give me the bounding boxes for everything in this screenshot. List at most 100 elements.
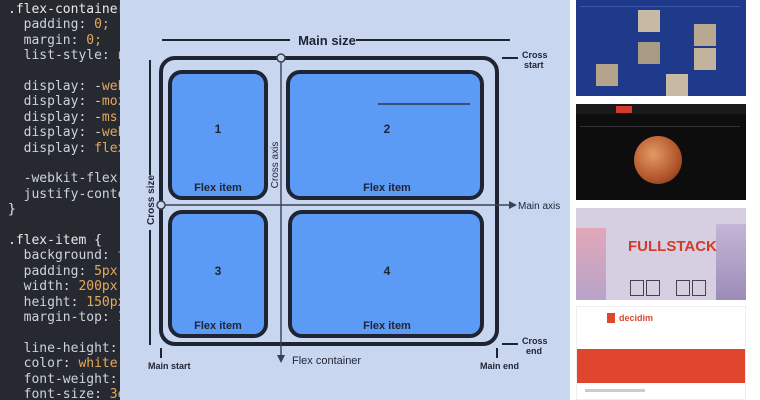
cross-start-label-line-1: Cross: [522, 50, 548, 60]
building-illustration: [716, 224, 746, 300]
css-value: 0;: [94, 17, 110, 33]
css-property: display:: [8, 140, 95, 156]
css-property: display: -: [8, 109, 102, 125]
css-property: line-height:: [8, 340, 120, 356]
css-property: background:: [8, 248, 118, 264]
css-property: color:: [8, 356, 79, 372]
code-line: }: [8, 202, 16, 218]
thumbnail-fullstack-site[interactable]: FULLSTACK: [576, 208, 746, 300]
decidim-logo-icon: [607, 313, 615, 323]
item-2-label: Flex item: [363, 182, 411, 194]
flex-item-1: [168, 70, 268, 200]
main-size-label: Main size: [298, 33, 356, 48]
css-property: width:: [8, 279, 79, 295]
mars-site-nav: [576, 104, 746, 114]
flex-container-label: Flex container: [292, 355, 361, 367]
cross-size-label: Cross size: [146, 175, 157, 225]
css-value: ms-: [101, 109, 120, 125]
code-line: padding: 5px: [8, 264, 118, 280]
css-value: moz: [101, 94, 120, 110]
team-photo: [638, 10, 660, 32]
code-line: display: -moz: [8, 94, 120, 110]
code-line: height: 150px: [8, 295, 120, 311]
decidim-hero-banner: [577, 349, 745, 383]
code-line: margin: 0;: [8, 33, 102, 49]
css-property: justify-conte: [8, 186, 120, 202]
code-line: padding: 0;: [8, 17, 110, 33]
thumbnail-decidim-site[interactable]: decidim: [576, 306, 746, 400]
cross-start-label-line-2: start: [524, 60, 544, 70]
team-photo: [638, 42, 660, 64]
thumbnail-team-site[interactable]: [576, 0, 746, 96]
mars-site-logo: [616, 106, 632, 113]
building-illustration: [576, 228, 606, 300]
css-value: 1: [118, 310, 120, 325]
css-value: white: [78, 356, 118, 372]
code-line: display: -ms-: [8, 110, 120, 126]
flexbox-diagram: Main size Cross size 1 Flex item 2 Flex …: [120, 0, 570, 400]
cross-axis-origin-marker: [276, 53, 286, 63]
item-4-number: 4: [384, 264, 391, 278]
css-value: n: [118, 48, 120, 63]
cross-axis-arrowhead: [277, 355, 285, 363]
code-line: color: white: [8, 356, 118, 372]
code-line: display: -webk: [8, 79, 120, 95]
team-photo: [666, 74, 688, 96]
flex-item-3: [168, 210, 268, 338]
css-selector: .flex-container: [8, 2, 120, 17]
css-property: display: -: [8, 94, 102, 110]
css-value: 5px: [94, 263, 118, 279]
css-property: font-weight:: [8, 371, 120, 387]
item-4-label: Flex item: [363, 320, 411, 332]
css-value: webk: [101, 125, 120, 141]
code-line: width: 200px: [8, 279, 118, 295]
flexbox-diagram-svg: Main size Cross size 1 Flex item 2 Flex …: [146, 33, 560, 371]
css-selector: .flex-item {: [8, 233, 102, 248]
item-2-number: 2: [384, 122, 391, 136]
css-value: 3e: [109, 387, 120, 400]
css-property: display: -: [8, 79, 102, 94]
item-3-number: 3: [215, 264, 222, 278]
code-line: font-weight:: [8, 372, 120, 388]
item-1-label: Flex item: [194, 182, 242, 194]
team-photo: [694, 48, 716, 70]
css-property: height:: [8, 294, 87, 310]
css-property: font-size:: [8, 387, 110, 400]
cross-axis-label: Cross axis: [270, 142, 281, 189]
code-line: -webkit-flex-: [8, 171, 120, 187]
main-axis-label: Main axis: [518, 201, 560, 212]
countdown-box: [630, 280, 644, 296]
code-line: display: -webk: [8, 125, 120, 141]
css-value: 150px: [86, 294, 120, 310]
countdown-box: [692, 280, 706, 296]
mars-planet-image: [634, 136, 682, 184]
countdown-box: [676, 280, 690, 296]
cross-end-label-line-1: Cross: [522, 336, 548, 346]
code-editor-panel: .flex-container padding: 0; margin: 0; l…: [0, 0, 120, 400]
css-value: t: [118, 248, 120, 263]
code-line: display: flex: [8, 141, 120, 157]
code-line: list-style: n: [8, 48, 120, 64]
code-line: justify-conte: [8, 187, 120, 203]
team-photo: [596, 64, 618, 86]
code-line: font-size: 3e: [8, 387, 120, 400]
css-value: flex: [94, 140, 120, 156]
code-line: margin-top: 1: [8, 310, 120, 326]
countdown-box: [646, 280, 660, 296]
example-sites-sidebar: FULLSTACK decidim: [570, 0, 760, 400]
css-property: margin:: [8, 32, 87, 48]
divider: [580, 6, 740, 7]
code-line: .flex-container: [8, 2, 120, 18]
main-start-label: Main start: [148, 361, 191, 371]
css-property: margin-top:: [8, 310, 118, 325]
divider: [580, 126, 740, 127]
css-value: 200px: [78, 279, 118, 295]
css-property: padding:: [8, 17, 95, 33]
css-property: list-style:: [8, 48, 118, 64]
item-1-number: 1: [215, 122, 222, 136]
thumbnail-mars-site[interactable]: [576, 104, 746, 200]
flex-item-4: [288, 210, 484, 338]
main-axis-arrowhead: [509, 201, 517, 209]
css-value: 0;: [86, 32, 102, 48]
main-end-label: Main end: [480, 361, 519, 371]
